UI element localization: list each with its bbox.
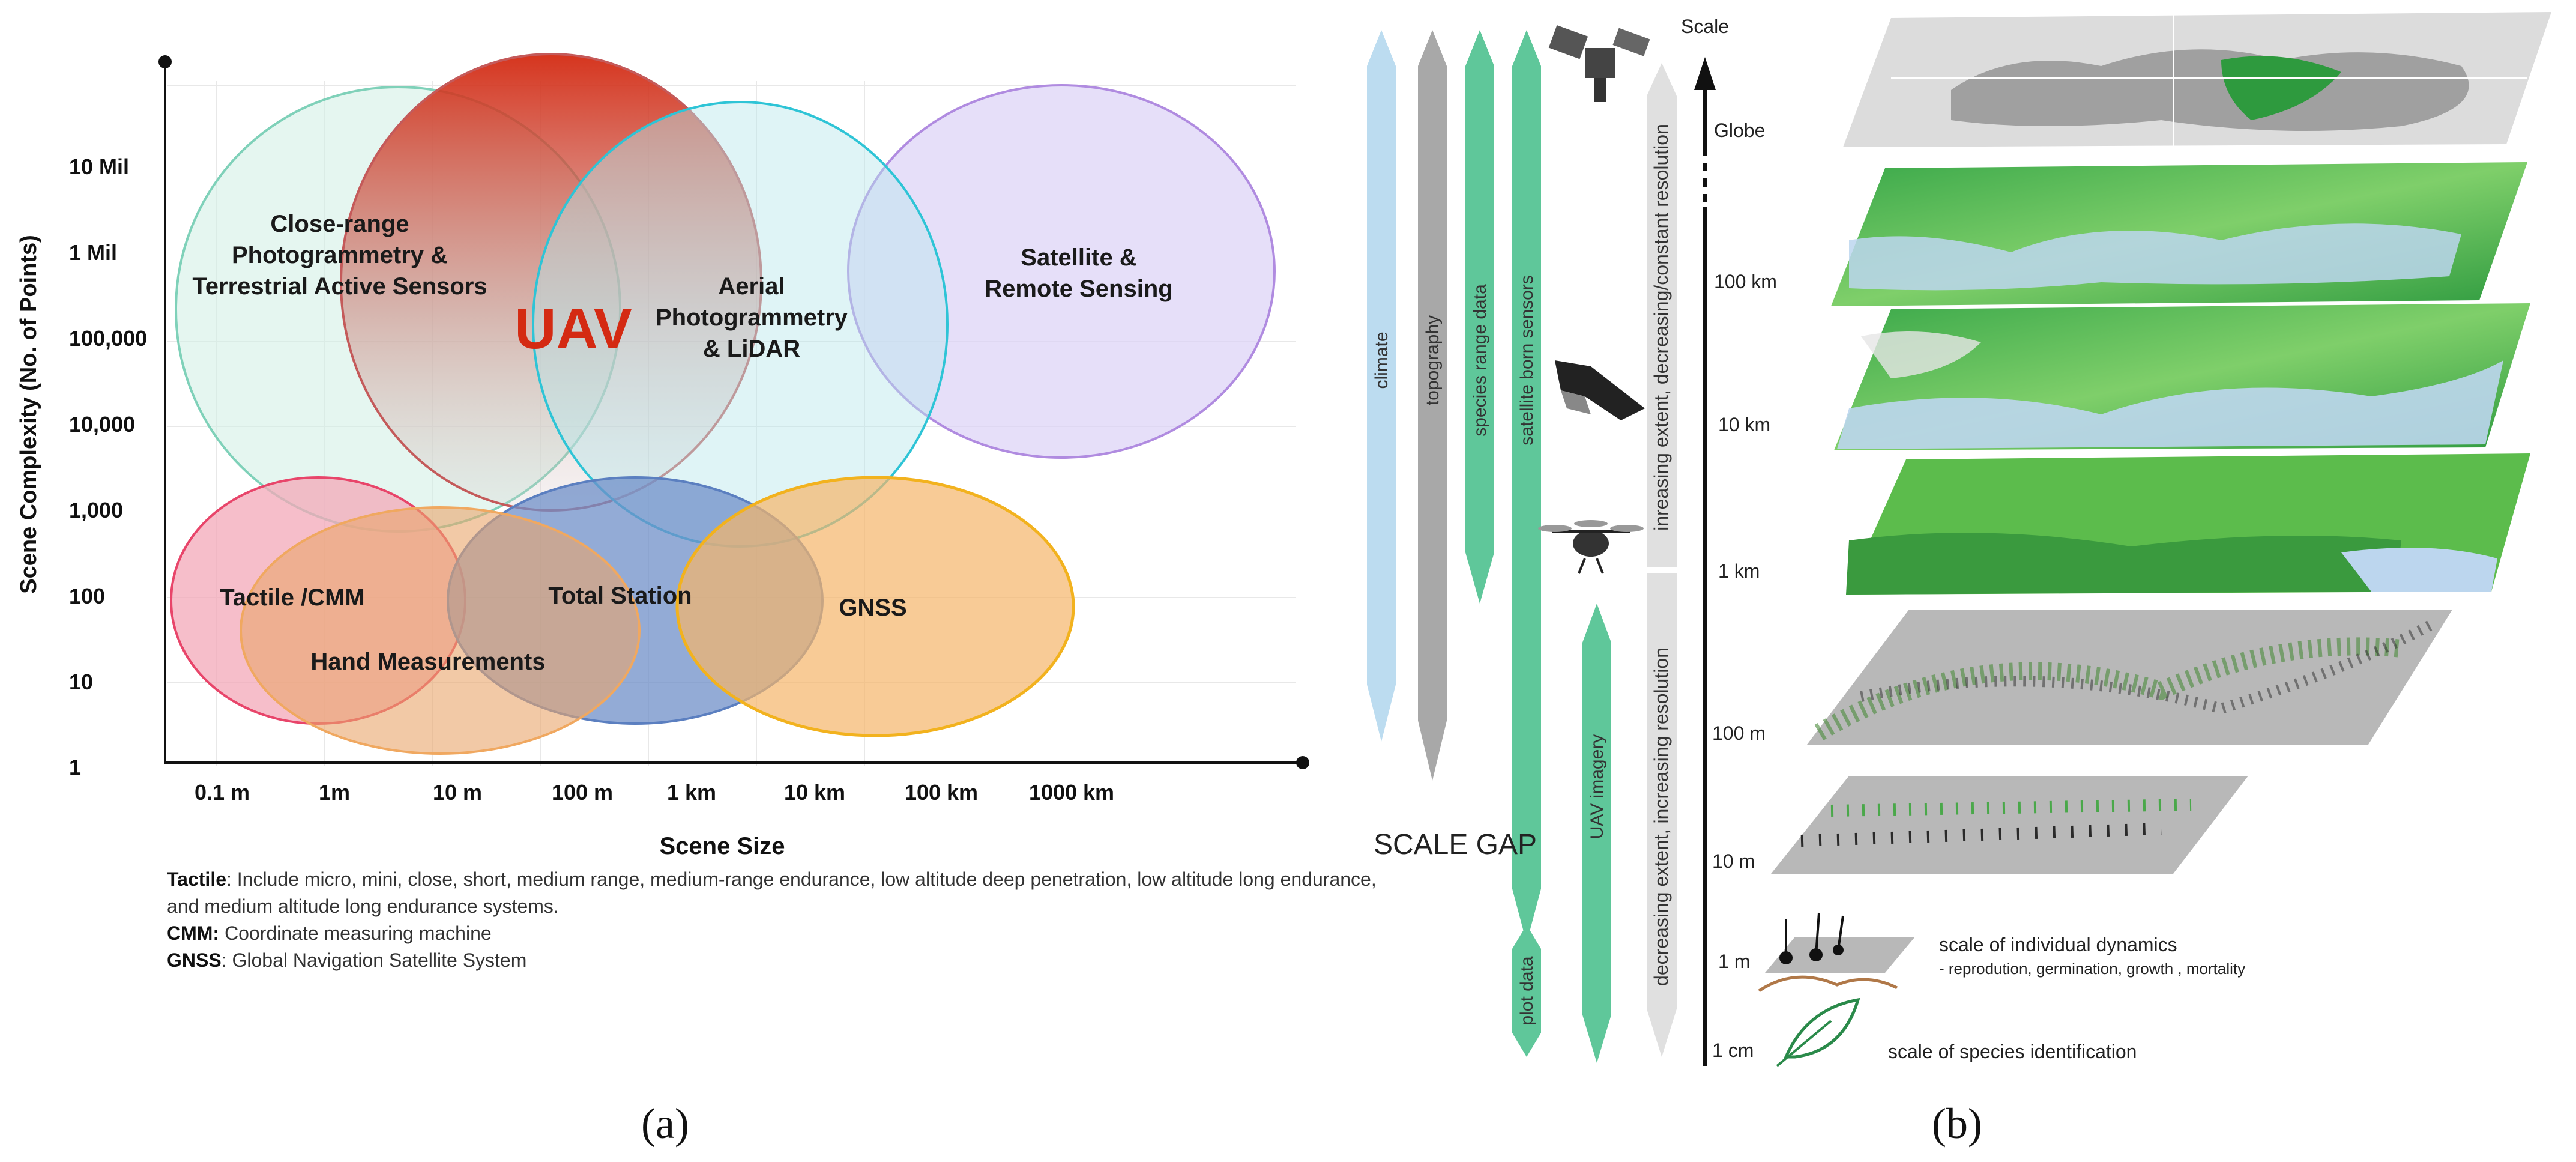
annotation-species-identification: scale of species identification (1888, 1041, 2137, 1062)
scale-level-100km: 100 km (1714, 271, 1777, 292)
x-axis-end-dot (1296, 756, 1309, 769)
label-uav: UAV (514, 297, 632, 361)
x-tick-label: 10 km (784, 780, 845, 805)
lower-resolution-bar (1647, 573, 1677, 1057)
y-tick-label: 1 Mil (69, 240, 117, 265)
footnote-2: and medium altitude long endurance syste… (167, 895, 559, 917)
x-tick-label: 0.1 m (195, 780, 250, 805)
label-close-range-1: Close-range (270, 211, 409, 237)
scale-gap-label: SCALE GAP (1374, 829, 1537, 861)
label-aerial-2: Photogrammetry (656, 304, 848, 331)
layer-1km (1846, 453, 2530, 595)
satellite-icon (1548, 25, 1650, 102)
x-tick-label: 1 km (667, 780, 716, 805)
lower-bar-text: decreasing extent, increasing resolution (1650, 647, 1672, 986)
scale-level-1m: 1 m (1718, 951, 1750, 972)
caption-a: (a) (641, 1100, 689, 1148)
label-satellite-1: Satellite & (1021, 244, 1136, 271)
label-aerial-1: Aerial (718, 273, 785, 300)
y-tick-label: 1 (69, 755, 81, 779)
label-total-station: Total Station (548, 583, 692, 609)
label-tactile: Tactile /CMM (220, 584, 365, 611)
arrow-label-satellite-sensors: satellite born sensors (1517, 275, 1537, 445)
arrow-label-uav-imagery: UAV imagery (1587, 734, 1607, 840)
y-tick-label: 1,000 (69, 498, 123, 522)
caption-b: (b) (1932, 1100, 1982, 1148)
arrow-uav-imagery (1582, 604, 1611, 1063)
region-satellite (847, 84, 1276, 459)
fixed-wing-uav-icon (1555, 360, 1645, 420)
footnote-4: GNSS: Global Navigation Satellite System (167, 949, 526, 971)
y-axis-end-dot (158, 55, 172, 68)
y-tick-label: 10,000 (69, 412, 135, 437)
layer-10m (1771, 776, 2248, 874)
layer-100m (1807, 610, 2452, 745)
layer-100km (1831, 162, 2527, 306)
arrow-label-climate: climate (1372, 331, 1392, 389)
y-tick-label: 10 Mil (69, 154, 129, 179)
footnote-3: CMM: Coordinate measuring machine (167, 922, 492, 944)
label-satellite-2: Remote Sensing (985, 276, 1172, 302)
label-aerial-3: & LiDAR (703, 336, 800, 362)
x-tick-label: 10 m (433, 780, 482, 805)
scale-level-10km: 10 km (1718, 414, 1770, 435)
y-tick-label: 10 (69, 670, 93, 694)
upper-resolution-bar (1647, 63, 1677, 567)
annotation-individual-processes: - reprodution, germination, growth , mor… (1939, 960, 2245, 978)
layer-1m (1758, 912, 1915, 993)
arrow-label-plot-data: plot data (1517, 956, 1537, 1025)
x-tick-label: 100 km (905, 780, 978, 805)
arrow-label-species-range: species range data (1470, 284, 1490, 437)
scale-level-1cm: 1 cm (1712, 1039, 1754, 1061)
region-shapes (170, 53, 1276, 755)
scale-level-1km: 1 km (1718, 560, 1760, 582)
arrow-species-range (1465, 30, 1494, 604)
arrow-satellite-sensors (1512, 30, 1541, 943)
label-close-range-2: Photogrammetry & (232, 242, 448, 268)
x-tick-label: 1m (319, 780, 350, 805)
panel-a: 10 Mil 1 Mil 100,000 10,000 1,000 100 10… (16, 53, 1377, 1148)
scale-level-globe: Globe (1714, 120, 1765, 141)
globe-layer (1843, 12, 2551, 147)
scale-axis-arrowhead (1694, 57, 1716, 90)
x-tick-label: 1000 km (1029, 780, 1114, 805)
region-gnss (675, 476, 1075, 737)
arrow-topography (1418, 30, 1447, 781)
leaf-icon (1776, 997, 1860, 1067)
footnote-1: Tactile: Include micro, mini, close, sho… (167, 868, 1377, 890)
arrow-climate (1367, 30, 1396, 742)
y-tick-label: 100 (69, 584, 105, 608)
arrow-plot-data (1512, 925, 1541, 1057)
y-axis-title: Scene Complexity (No. of Points) (16, 235, 41, 594)
multirotor-uav-icon (1538, 520, 1644, 574)
annotation-individual-dynamics: scale of individual dynamics (1939, 934, 2177, 955)
label-hand: Hand Measurements (310, 649, 545, 675)
y-tick-label: 100,000 (69, 326, 147, 351)
region-hand (240, 506, 641, 755)
upper-bar-text: inreasing extent, decreasing/constant re… (1650, 124, 1672, 531)
scale-level-10m: 10 m (1712, 850, 1755, 872)
scale-title: Scale (1681, 16, 1729, 37)
x-axis-title: Scene Size (659, 833, 785, 859)
panel-b: climate topography species range data sa… (1367, 12, 2551, 1148)
scale-level-100m: 100 m (1712, 722, 1766, 744)
label-close-range-3: Terrestrial Active Sensors (192, 273, 487, 300)
label-gnss: GNSS (839, 595, 906, 621)
arrow-label-topography: topography (1423, 315, 1443, 405)
layer-10km (1834, 303, 2530, 450)
x-tick-label: 100 m (552, 780, 613, 805)
